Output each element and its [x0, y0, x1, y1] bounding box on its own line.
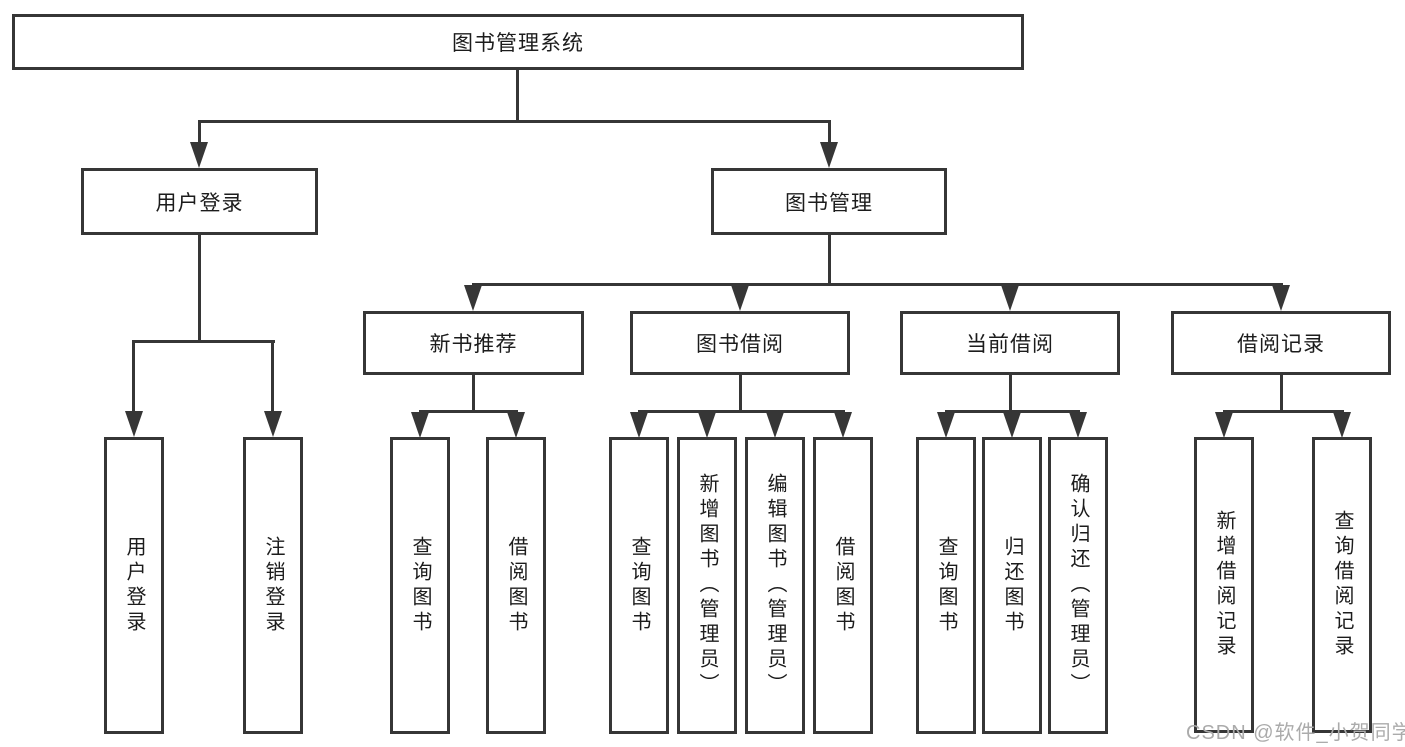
- arrowhead-g2-confirm: [1069, 412, 1087, 438]
- node-book-management: 图书管理: [711, 168, 947, 235]
- leaf-records-query-record: 查询借阅记录: [1312, 437, 1372, 733]
- connector-leaf-logout-stub: [271, 340, 274, 413]
- connector-root-vline: [516, 70, 519, 122]
- connector-level3-hline: [472, 283, 1283, 286]
- connector-user-login-hline: [133, 340, 275, 343]
- arrowhead-leaf-logout: [264, 411, 282, 437]
- connector-book-mgmt-vline: [828, 235, 831, 285]
- leaf-recommend-borrow-books: 借阅图书: [486, 437, 546, 734]
- node-library-management-system: 图书管理系统: [12, 14, 1024, 70]
- connector-user-login-stub: [198, 120, 201, 144]
- node-user-login: 用户登录: [81, 168, 318, 235]
- leaf-logout: 注销登录: [243, 437, 303, 734]
- connector-leaf-login-stub: [132, 340, 135, 413]
- arrowhead-g1-query: [630, 412, 648, 438]
- leaf-borrowing-borrow-books: 借阅图书: [813, 437, 873, 734]
- leaf-current-return-books: 归还图书: [982, 437, 1042, 734]
- arrowhead-user-login: [190, 142, 208, 168]
- arrowhead-g1-edit: [766, 412, 784, 438]
- leaf-recommend-query-books: 查询图书: [390, 437, 450, 734]
- connector-g1-hline: [638, 410, 845, 413]
- leaf-user-login: 用户登录: [104, 437, 164, 734]
- connector-g2-vline: [1009, 375, 1012, 412]
- arrowhead-g1-borrow: [834, 412, 852, 438]
- arrowhead-g2-return: [1003, 412, 1021, 438]
- connector-book-mgmt-stub: [828, 120, 831, 144]
- connector-level1-hline: [198, 120, 831, 123]
- leaf-borrowing-edit-books-admin: 编辑图书（管理员）: [745, 437, 805, 734]
- leaf-current-confirm-return-admin: 确认归还（管理员）: [1048, 437, 1108, 734]
- arrowhead-g2-query: [937, 412, 955, 438]
- leaf-current-query-books: 查询图书: [916, 437, 976, 734]
- node-borrowing-records: 借阅记录: [1171, 311, 1391, 375]
- arrowhead-current-borrow: [1001, 285, 1019, 311]
- leaf-borrowing-add-books-admin: 新增图书（管理员）: [677, 437, 737, 734]
- leaf-borrowing-query-books: 查询图书: [609, 437, 669, 734]
- leaf-records-add-record: 新增借阅记录: [1194, 437, 1254, 733]
- arrowhead-g0-query: [411, 412, 429, 438]
- connector-user-login-vline: [198, 235, 201, 342]
- connector-g2-hline: [945, 410, 1080, 413]
- connector-g0-vline: [472, 375, 475, 412]
- arrowhead-g3-query: [1333, 412, 1351, 438]
- connector-g0-hline: [419, 410, 518, 413]
- connector-g1-vline: [739, 375, 742, 412]
- node-book-borrowing: 图书借阅: [630, 311, 850, 375]
- arrowhead-book-borrow: [731, 285, 749, 311]
- arrowhead-g0-borrow: [507, 412, 525, 438]
- csdn-watermark: CSDN @软件_小贺同学: [1186, 722, 1405, 744]
- arrowhead-new-books: [464, 285, 482, 311]
- arrowhead-borrow-records: [1272, 285, 1290, 311]
- connector-g3-vline: [1280, 375, 1283, 412]
- arrowhead-leaf-login: [125, 411, 143, 437]
- arrowhead-book-mgmt: [820, 142, 838, 168]
- arrowhead-g3-add: [1215, 412, 1233, 438]
- node-current-borrowing: 当前借阅: [900, 311, 1120, 375]
- node-new-book-recommend: 新书推荐: [363, 311, 584, 375]
- arrowhead-g1-add: [698, 412, 716, 438]
- connector-g3-hline: [1223, 410, 1344, 413]
